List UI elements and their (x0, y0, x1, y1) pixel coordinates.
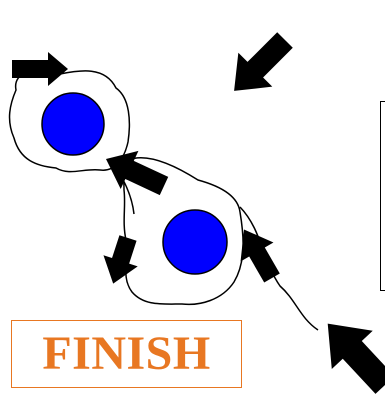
arrow-icon (217, 23, 302, 108)
migration-track (240, 207, 318, 330)
side-panel (380, 101, 385, 291)
lower-nucleus-icon (163, 210, 227, 274)
upper-nucleus-icon (42, 93, 104, 155)
finish-box: FINISH (11, 320, 242, 388)
arrow-icon (307, 304, 385, 403)
finish-label: FINISH (42, 330, 210, 378)
